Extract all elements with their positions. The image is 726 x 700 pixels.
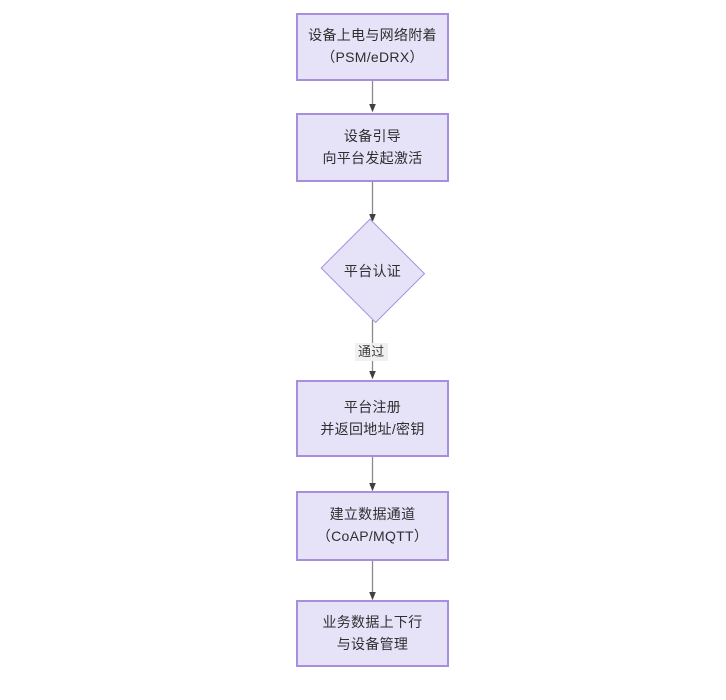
- node-platform-authentication[interactable]: 平台认证: [317, 218, 428, 323]
- node-platform-registration[interactable]: 平台注册 并返回地址/密钥: [296, 380, 449, 457]
- node-business-data-and-device-management[interactable]: 业务数据上下行 与设备管理: [296, 600, 449, 667]
- node-device-power-on[interactable]: 设备上电与网络附着 （PSM/eDRX）: [296, 13, 449, 81]
- node-establish-data-channel[interactable]: 建立数据通道 （CoAP/MQTT）: [296, 491, 449, 561]
- edge-label-pass: 通过: [355, 343, 388, 362]
- node-device-bootstrap[interactable]: 设备引导 向平台发起激活: [296, 113, 449, 182]
- node-platform-authentication-label: 平台认证: [343, 262, 402, 279]
